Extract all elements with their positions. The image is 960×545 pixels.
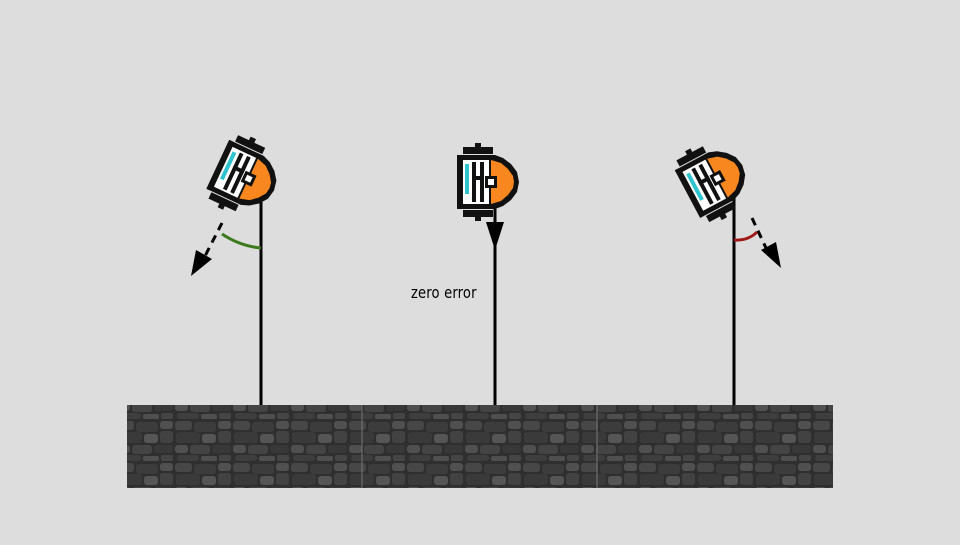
velocity-line-left [202, 222, 224, 259]
arrow-down-icon [486, 222, 504, 250]
arrow-down-icon [191, 250, 212, 276]
arrow-down-icon [761, 242, 781, 268]
panel-left [191, 128, 291, 276]
panel-right [669, 130, 781, 268]
zero-error-label: zero error [411, 283, 477, 302]
error-arc-right [733, 230, 759, 242]
error-arc-left [221, 232, 262, 250]
panel-middle [457, 143, 519, 250]
stone-ground [127, 405, 833, 488]
velocity-line-right [750, 217, 768, 249]
